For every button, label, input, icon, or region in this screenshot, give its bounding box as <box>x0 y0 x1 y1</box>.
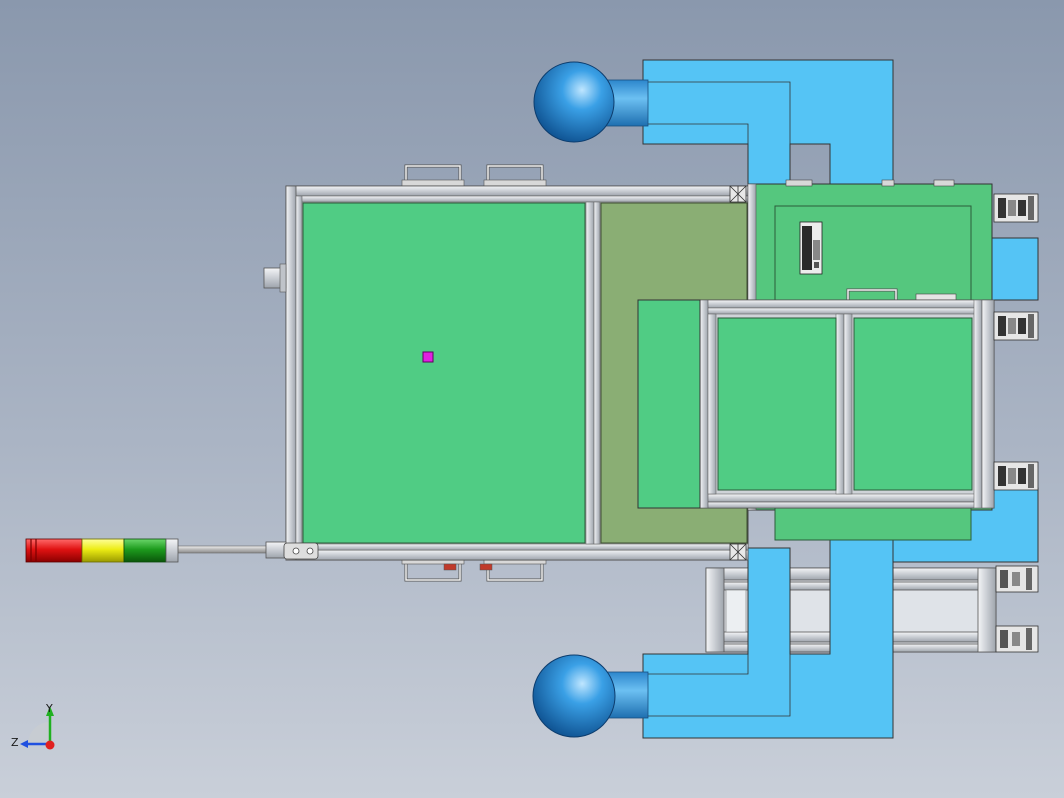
orientation-triad[interactable]: Y Z <box>11 702 55 750</box>
inner-panel-left[interactable] <box>717 317 837 491</box>
handle-bottom-left[interactable] <box>401 557 465 582</box>
handle-top-left[interactable] <box>401 164 465 187</box>
fitting-5[interactable] <box>995 625 1039 653</box>
knob-top[interactable] <box>533 61 649 143</box>
inner-door-panel[interactable] <box>637 299 701 509</box>
fitting-3[interactable] <box>993 461 1039 491</box>
axis-label-y: Y <box>45 702 53 715</box>
inner-panel-right[interactable] <box>853 317 973 491</box>
bottom-bracket-arm[interactable] <box>642 509 894 739</box>
handle-top-right[interactable] <box>483 164 547 187</box>
x-axis-dot <box>45 740 55 750</box>
side-connector[interactable] <box>263 263 287 293</box>
axis-label-z: Z <box>11 736 19 749</box>
selection-marker[interactable] <box>422 351 434 363</box>
fitting-2[interactable] <box>993 311 1039 341</box>
stack-light-rod <box>175 545 271 554</box>
stack-light[interactable] <box>25 538 319 563</box>
top-bracket-arm[interactable] <box>642 59 894 187</box>
right-blue-block-top[interactable] <box>991 237 1039 301</box>
stack-light-cap <box>165 538 179 563</box>
display-module[interactable] <box>799 221 823 275</box>
corner-bracket-bottom <box>729 543 747 561</box>
inner-frame[interactable] <box>637 299 995 509</box>
handle-bottom-right[interactable] <box>479 557 547 582</box>
stack-light-red <box>25 538 83 563</box>
fitting-4[interactable] <box>995 565 1039 593</box>
stack-light-green <box>123 538 167 563</box>
stack-light-yellow <box>81 538 125 563</box>
main-green-panel[interactable] <box>302 202 586 544</box>
fitting-1[interactable] <box>993 193 1039 223</box>
knob-bottom[interactable] <box>532 654 649 738</box>
stack-light-mount <box>283 542 319 560</box>
corner-bracket-top <box>729 185 747 203</box>
enclosure-handle[interactable] <box>846 288 957 303</box>
